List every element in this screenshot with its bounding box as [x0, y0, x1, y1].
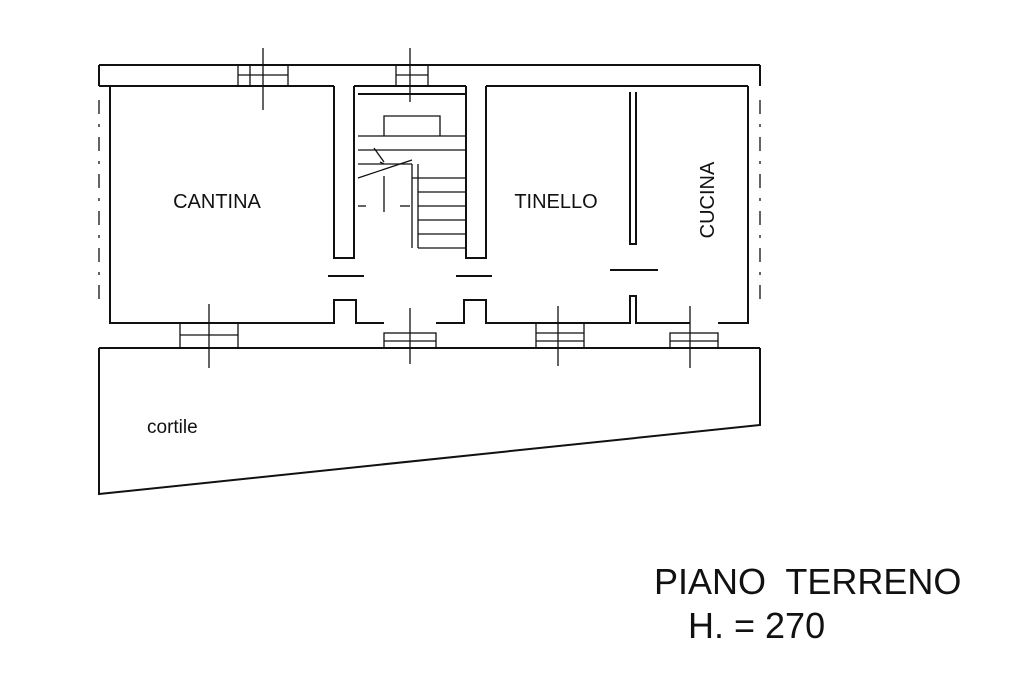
stair-block	[357, 86, 492, 277]
window-top-cantina	[237, 48, 289, 110]
window-top-stair	[395, 48, 429, 102]
room-cucina	[718, 86, 749, 324]
floor-title: PIANO TERRENO	[654, 561, 962, 602]
label-cortile: cortile	[147, 417, 198, 438]
title-block: PIANO TERRENO H. = 270	[654, 560, 961, 648]
window-bottom-tinello	[535, 306, 585, 366]
ceiling-height: H. = 270	[688, 605, 826, 646]
door-bottom-center	[383, 308, 437, 364]
window-bottom-cucina	[669, 306, 719, 368]
courtyard-outline	[98, 348, 761, 496]
label-cucina: CUCINA	[697, 161, 719, 238]
label-cantina: CANTINA	[173, 191, 261, 213]
room-cantina	[109, 86, 384, 324]
window-symbols	[179, 48, 719, 368]
label-tinello: TINELLO	[514, 191, 597, 213]
window-bottom-cantina	[179, 304, 239, 368]
